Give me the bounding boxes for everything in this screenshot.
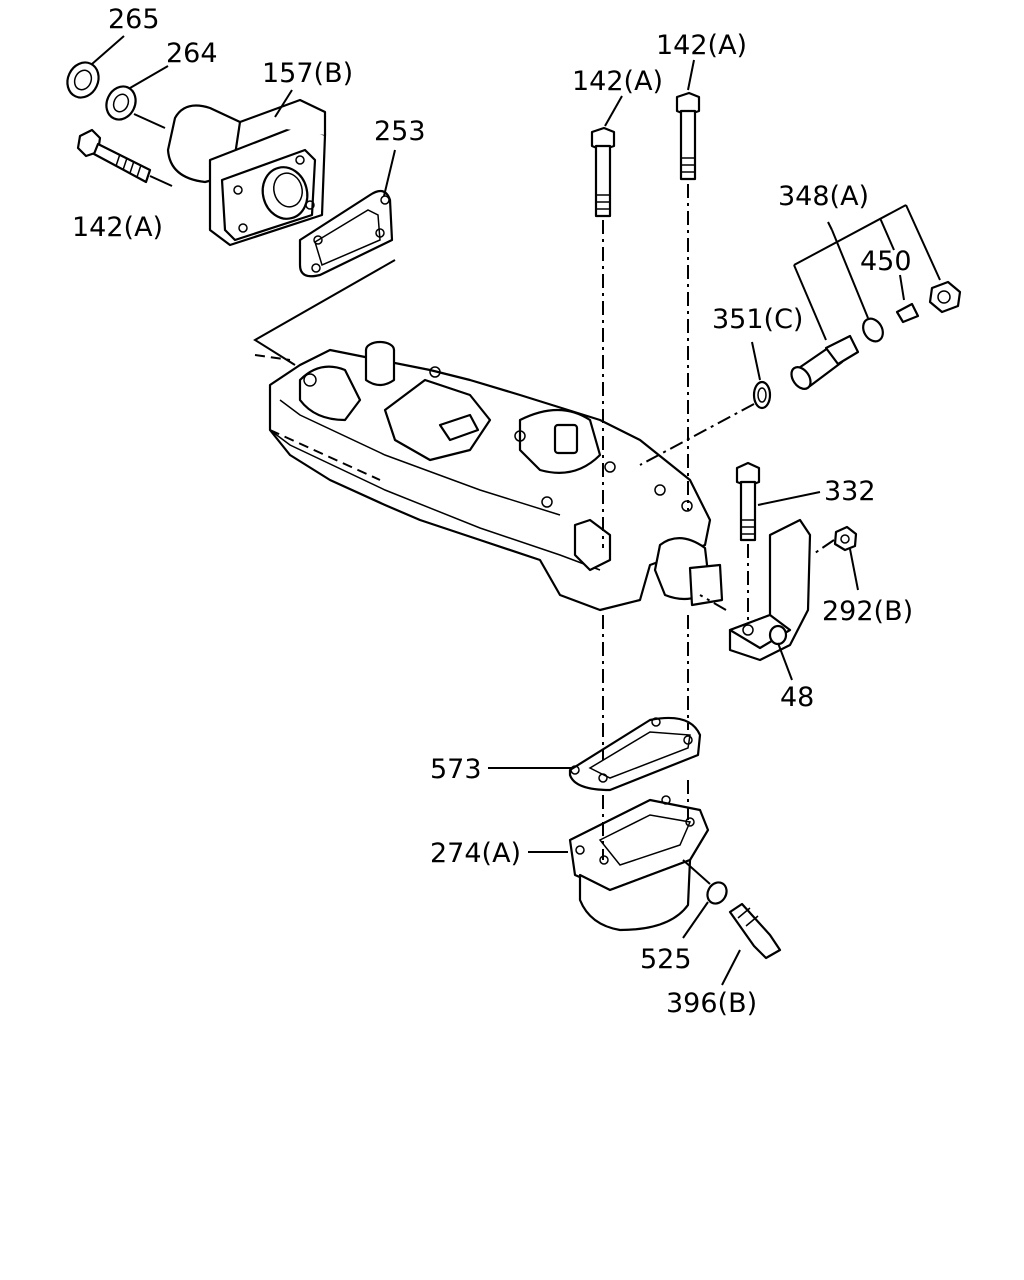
label-264: 264	[166, 38, 218, 69]
part-450-fittings	[862, 280, 962, 343]
callout-bracket-348a	[793, 204, 941, 341]
label-142a-left: 142(A)	[72, 212, 163, 243]
callout-labels: 265 264 157(B) 253 142(A) 142(A) 142(A) …	[72, 4, 913, 1019]
label-332: 332	[824, 476, 876, 507]
part-396b-sensor	[721, 902, 782, 986]
part-265-seal	[66, 35, 125, 99]
part-48-bracket	[699, 518, 812, 681]
label-573: 573	[430, 754, 482, 785]
part-142a-bolt-top	[675, 91, 701, 510]
label-525: 525	[640, 944, 692, 975]
part-573-gasket	[488, 615, 702, 792]
label-48: 48	[780, 682, 814, 713]
label-396b: 396(B)	[666, 988, 757, 1019]
part-142a-bolt-mid	[590, 126, 616, 548]
part-351c-washer	[639, 341, 772, 466]
label-450: 450	[860, 246, 912, 277]
label-142a-mid: 142(A)	[572, 66, 663, 97]
label-348a: 348(A)	[778, 181, 869, 212]
part-264-washer	[105, 65, 169, 129]
label-292b: 292(B)	[822, 596, 913, 627]
label-265: 265	[108, 4, 160, 35]
label-157b: 157(B)	[262, 58, 353, 89]
part-348a-fitting	[790, 334, 860, 390]
part-274a-cover	[528, 780, 710, 932]
part-292b-nut	[811, 525, 859, 591]
label-142a-top: 142(A)	[656, 30, 747, 61]
part-525-oring	[682, 859, 728, 939]
part-157b-housing	[166, 89, 327, 247]
label-351c: 351(C)	[712, 304, 803, 335]
part-142a-bolt-left	[76, 128, 173, 187]
valve-body-block	[254, 340, 724, 612]
label-274a: 274(A)	[430, 838, 521, 869]
label-253: 253	[374, 116, 426, 147]
part-332-bolt	[735, 461, 821, 622]
part-253-gasket	[298, 149, 396, 278]
